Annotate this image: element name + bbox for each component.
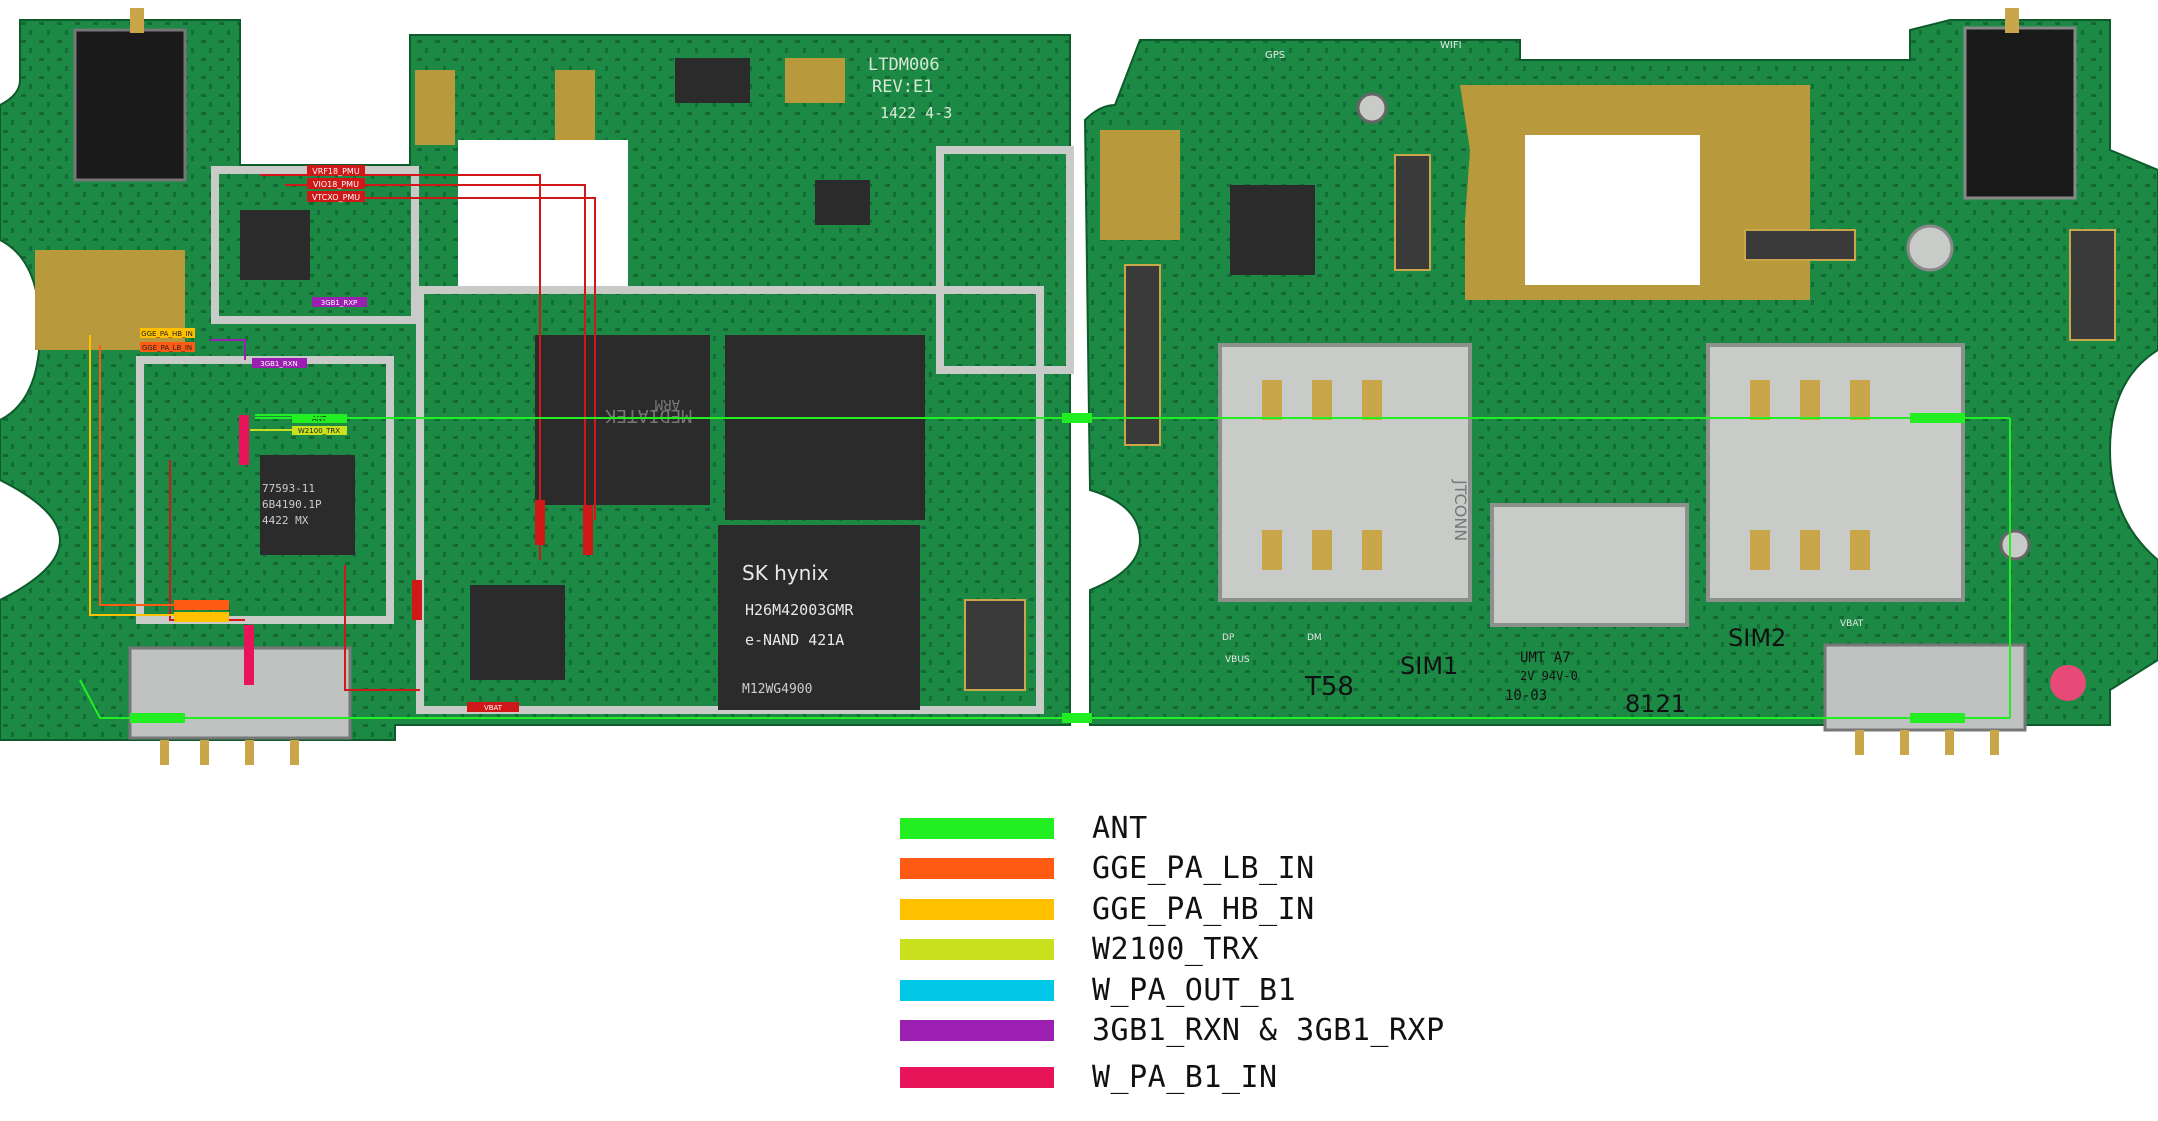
board-id-label: T58 — [1304, 672, 1354, 702]
legend-label: GGE_PA_HB_IN — [1092, 891, 1315, 927]
antenna-connector — [1999, 529, 2031, 561]
legend-item: GGE_PA_HB_IN — [900, 889, 1600, 930]
legend-item: GGE_PA_LB_IN — [900, 849, 1600, 890]
fpc-connector — [1124, 264, 1161, 446]
legend-swatch — [900, 1066, 1054, 1088]
flash-type-label: e-NAND 421A — [745, 631, 844, 649]
flash-code-label: M12WG4900 — [742, 682, 812, 697]
board-connector — [964, 599, 1026, 691]
soc-brand-label: MEDIATEK — [605, 405, 692, 426]
usb-pins — [1855, 730, 1999, 755]
net-tag-vrf18: VRF18_PMU — [312, 167, 360, 176]
net-tag-vbat-left: VBAT — [484, 704, 503, 712]
legend-swatch — [900, 817, 1054, 839]
cutout — [1525, 135, 1700, 285]
pa-label-2: 6B4190.1P — [262, 498, 322, 511]
legend-label: W2100_TRX — [1092, 932, 1260, 968]
rf-transceiver-chip — [240, 210, 310, 280]
wifi-chip — [1230, 185, 1315, 275]
audio-jack-pin — [2005, 8, 2019, 33]
legend-item: 3GB1_RXN & 3GB1_RXP — [900, 1011, 1600, 1052]
pmic-chip — [470, 585, 565, 680]
dm-label: DM — [1307, 633, 1322, 643]
ant-tags — [130, 413, 1965, 723]
pcb-rev-label: REV:E1 — [872, 77, 933, 97]
cutout — [458, 140, 628, 290]
net-tag-vio18: VIO18_PMU — [313, 180, 359, 189]
legend-item: W_PA_OUT_B1 — [900, 970, 1600, 1011]
vendor-label: UMT A7 — [1520, 650, 1571, 666]
mic — [675, 58, 750, 103]
pa-label-1: 77593-11 — [262, 482, 315, 495]
right-board: SIM1 SIM2 T58 UMT A7 2V 94V-0 10-03 8121… — [1083, 8, 2158, 755]
legend-swatch — [900, 1020, 1054, 1042]
batch-label: 10-03 — [1505, 688, 1547, 704]
usb-connector — [128, 646, 352, 740]
dp-label: DP — [1222, 633, 1235, 643]
legend-label: W_PA_OUT_B1 — [1092, 972, 1297, 1008]
net-tag-gb1-rxp: 3GB1_RXP — [321, 299, 358, 307]
vibration-motor — [1906, 224, 1954, 272]
gold-pad — [555, 70, 595, 145]
antenna-connector — [1356, 92, 1388, 124]
sim2-label: SIM2 — [1728, 624, 1786, 652]
legend-label: GGE_PA_LB_IN — [1092, 851, 1315, 887]
legend-label: W_PA_B1_IN — [1092, 1059, 1278, 1095]
vbus-label: VBUS — [1225, 655, 1250, 665]
net-tag-w2100: W2100_TRX — [298, 427, 340, 435]
sim-contacts — [1262, 380, 1870, 570]
vbat-label: VBAT — [1840, 619, 1864, 629]
fpc-connector — [1394, 154, 1431, 271]
small-chip — [815, 180, 870, 225]
net-tag-gge-lb: GGE_PA_LB_IN — [142, 344, 192, 352]
legend-label: 3GB1_RXN & 3GB1_RXP — [1092, 1013, 1445, 1049]
cert-label: 2V 94V-0 — [1520, 669, 1578, 683]
fpc-connector — [1744, 229, 1856, 261]
legend-swatch — [900, 858, 1054, 880]
legend-label: ANT — [1092, 810, 1148, 846]
rf-traces — [89, 335, 330, 616]
wifi-label: WIFI — [1440, 40, 1462, 51]
emmc-chip — [718, 525, 920, 710]
fpc-connector — [2069, 229, 2116, 341]
net-tag-gge-hb: GGE_PA_HB_IN — [141, 330, 193, 338]
legend-item: ANT — [900, 808, 1600, 849]
shield-frame — [936, 146, 1074, 374]
connector-label: JTCONN — [1451, 479, 1470, 541]
sim1-label: SIM1 — [1400, 652, 1458, 680]
audio-jack-pin — [130, 8, 144, 33]
ram-chip — [725, 335, 925, 520]
pcb-date-label: 1422 4-3 — [880, 104, 952, 122]
legend-item: W2100_TRX — [900, 930, 1600, 971]
legend-swatch — [900, 939, 1054, 961]
net-tag-gb1-rxn: 3GB1_RXN — [260, 360, 298, 368]
code-label: 8121 — [1625, 690, 1686, 718]
button-contact — [2050, 665, 2086, 701]
gold-pad — [1100, 130, 1180, 240]
sd-slot — [1490, 503, 1689, 627]
flash-part-label: H26M42003GMR — [745, 601, 854, 619]
legend-item: W_PA_B1_IN — [900, 1057, 1600, 1098]
soc-chip — [535, 335, 710, 505]
usb-pins — [160, 740, 299, 765]
net-tags-left: VRF18_PMU VIO18_PMU VTCXO_PMU GGE_PA_HB_… — [140, 165, 593, 712]
audio-jack — [73, 28, 187, 182]
net-tag-vtcxo: VTCXO_PMU — [312, 193, 360, 202]
sim1-holder — [1218, 343, 1472, 602]
soc-arch-label: ARM — [655, 396, 680, 412]
flash-brand-label: SK hynix — [742, 561, 829, 585]
gps-label: GPS — [1265, 50, 1285, 61]
sim2-holder — [1706, 343, 1965, 602]
pa-chip — [260, 455, 355, 555]
gold-pad — [415, 70, 455, 145]
pcb-code-label: LTDM006 — [868, 55, 940, 75]
mic — [785, 58, 845, 103]
pa-label-3: 4422 MX — [262, 514, 309, 527]
legend-swatch — [900, 979, 1054, 1001]
legend-swatch — [900, 898, 1054, 920]
audio-jack — [1963, 26, 2077, 200]
left-board: LTDM006 REV:E1 1422 4-3 SK hynix H26M420… — [0, 8, 1074, 765]
legend: ANT GGE_PA_LB_IN GGE_PA_HB_IN W2100_TRX … — [900, 808, 1600, 1098]
